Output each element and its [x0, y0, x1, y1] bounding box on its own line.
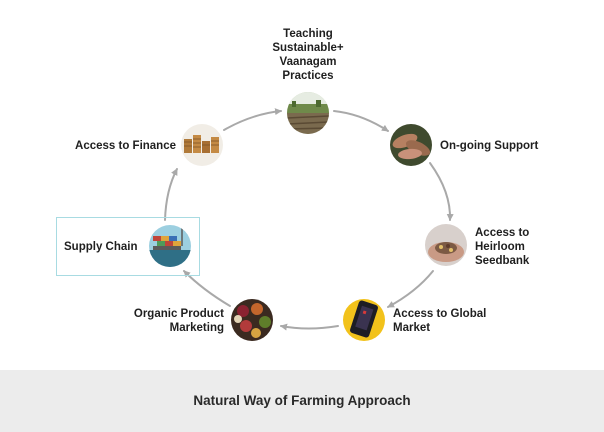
arrow-marketing-to-supply	[183, 270, 231, 307]
arrow-teaching-to-support	[333, 110, 389, 132]
joined-hands-photo-icon	[390, 124, 432, 166]
node-label-finance: Access to Finance	[75, 140, 176, 152]
node-label-global-market: Access to Global Market	[393, 308, 487, 334]
arrow-supply-to-finance	[164, 168, 178, 221]
coin-stacks-photo-icon	[181, 124, 223, 166]
arrow-support-to-seedbank	[429, 162, 454, 221]
shipping-containers-photo-icon	[149, 225, 191, 267]
farm-field-photo-icon	[287, 92, 329, 134]
node-label-supply-chain: Supply Chain	[64, 241, 138, 253]
arrow-seedbank-to-market	[387, 270, 434, 308]
produce-photo-icon	[231, 299, 273, 341]
arrow-market-to-marketing	[280, 323, 339, 331]
footer-title: Natural Way of Farming Approach	[193, 393, 411, 408]
smartphone-photo-icon	[343, 299, 385, 341]
node-label-ongoing-support: On-going Support	[440, 140, 539, 152]
footer-bar: Natural Way of Farming Approach	[0, 370, 604, 432]
cycle-arrows-layer	[149, 92, 467, 341]
supply-chain-highlight-frame	[56, 217, 200, 276]
cycle-diagram: Teaching Sustainable+ Vaanagam Practices…	[56, 28, 539, 341]
node-label-organic-marketing: Organic Product Marketing	[133, 308, 224, 334]
seeds-in-hands-photo-icon	[425, 224, 467, 266]
node-label-teaching: Teaching Sustainable+ Vaanagam Practices	[272, 28, 344, 82]
arrow-finance-to-teaching	[223, 108, 282, 131]
node-label-seedbank: Access to Heirloom Seedbank	[475, 227, 530, 267]
